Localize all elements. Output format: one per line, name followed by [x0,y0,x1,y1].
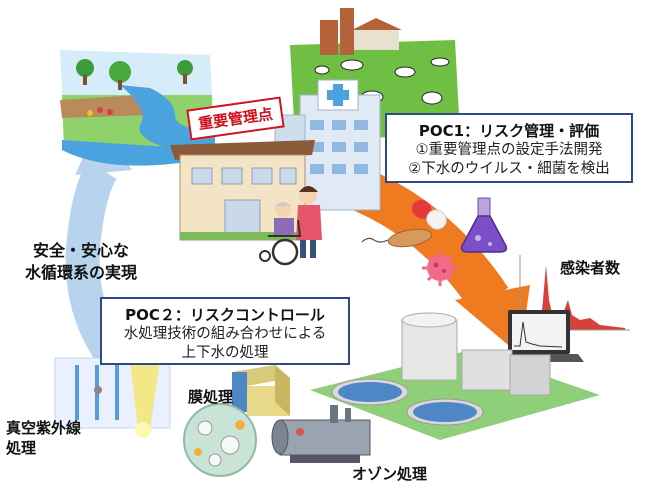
uv-label-line-2: 処理 [6,438,81,458]
tagline-line-2: 水循環系の実現 [6,262,156,284]
poc1-callout: POC1：リスク管理・評価 ①重要管理点の設定手法開発 ②下水のウイルス・細菌を… [385,113,633,183]
poc2-line-1: 水処理技術の組み合わせによる [102,325,348,344]
poc1-title: POC1：リスク管理・評価 [387,120,631,141]
flask-icon [462,198,507,252]
membrane-micrograph [184,404,256,476]
poc2-callout: POC２：リスクコントロール 水処理技術の組み合わせによる 上下水の処理 [100,297,350,365]
poc1-line-1: ①重要管理点の設定手法開発 [387,141,631,160]
uv-label: 真空紫外線 処理 [6,418,81,458]
tagline-line-1: 安全・安心な [6,240,156,262]
poc1-line-2: ②下水のウイルス・細菌を検出 [387,160,631,179]
membrane-module [232,365,290,416]
poc2-title: POC２：リスクコントロール [102,304,348,325]
infected-count-label: 感染者数 [560,257,620,278]
poc2-line-2: 上下水の処理 [102,344,348,363]
tagline: 安全・安心な 水循環系の実現 [6,240,156,284]
membrane-label: 膜処理 [188,386,233,407]
ozone-label: オゾン処理 [352,463,427,484]
uv-label-line-1: 真空紫外線 [6,418,81,438]
